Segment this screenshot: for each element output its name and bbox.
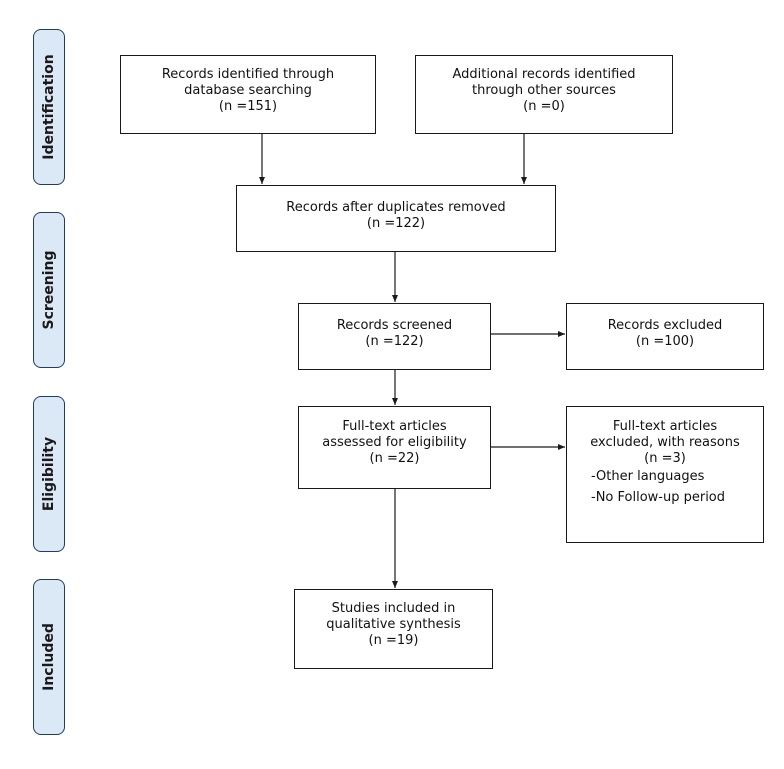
box-database-records: Records identified through database sear… (120, 55, 376, 134)
box-excluded: Records excluded (n =100) (566, 303, 764, 370)
fulltext-excluded-line-1: Full-text articles (612, 419, 718, 434)
other-records-line-3: (n =0) (523, 99, 565, 114)
fulltext-assessed-line-1: Full-text articles (342, 419, 447, 434)
screened-line-1: Records screened (336, 318, 453, 333)
database-records-line-2: database searching (184, 83, 312, 98)
phase-eligibility: Eligibility (33, 396, 65, 552)
box-fulltext-assessed: Full-text articles assessed for eligibil… (298, 406, 491, 489)
included-studies-line-1: Studies included in (331, 601, 456, 616)
fulltext-excluded-line-3: (n =3) (644, 451, 686, 466)
other-records-line-2: through other sources (472, 83, 616, 98)
screened-line-2: (n =122) (365, 334, 424, 349)
phase-identification: Identification (33, 29, 65, 185)
exclusion-reason-1: -Other languages (591, 469, 705, 484)
after-duplicates-line-1: Records after duplicates removed (286, 200, 506, 215)
other-records-line-1: Additional records identified (452, 67, 636, 82)
database-records-line-1: Records identified through (161, 67, 335, 82)
exclusion-reasons-list: -Other languages -No Follow-up period (567, 469, 763, 506)
included-studies-line-3: (n =19) (368, 633, 419, 648)
database-records-line-3: (n =151) (218, 99, 278, 114)
fulltext-assessed-line-3: (n =22) (369, 451, 420, 466)
phase-screening: Screening (33, 212, 65, 368)
excluded-line-1: Records excluded (607, 318, 723, 333)
box-other-records: Additional records identified through ot… (415, 55, 673, 134)
included-studies-line-2: qualitative synthesis (326, 617, 461, 632)
fulltext-assessed-line-2: assessed for eligibility (322, 435, 467, 450)
box-included-studies: Studies included in qualitative synthesi… (294, 589, 493, 669)
box-screened: Records screened (n =122) (298, 303, 491, 370)
box-after-duplicates: Records after duplicates removed (n =122… (236, 185, 556, 252)
after-duplicates-line-2: (n =122) (366, 216, 426, 231)
exclusion-reason-2: -No Follow-up period (591, 490, 726, 505)
excluded-line-2: (n =100) (635, 334, 695, 349)
phase-included: Included (33, 579, 65, 735)
box-fulltext-excluded: Full-text articles excluded, with reason… (566, 406, 764, 543)
fulltext-excluded-line-2: excluded, with reasons (590, 435, 740, 450)
